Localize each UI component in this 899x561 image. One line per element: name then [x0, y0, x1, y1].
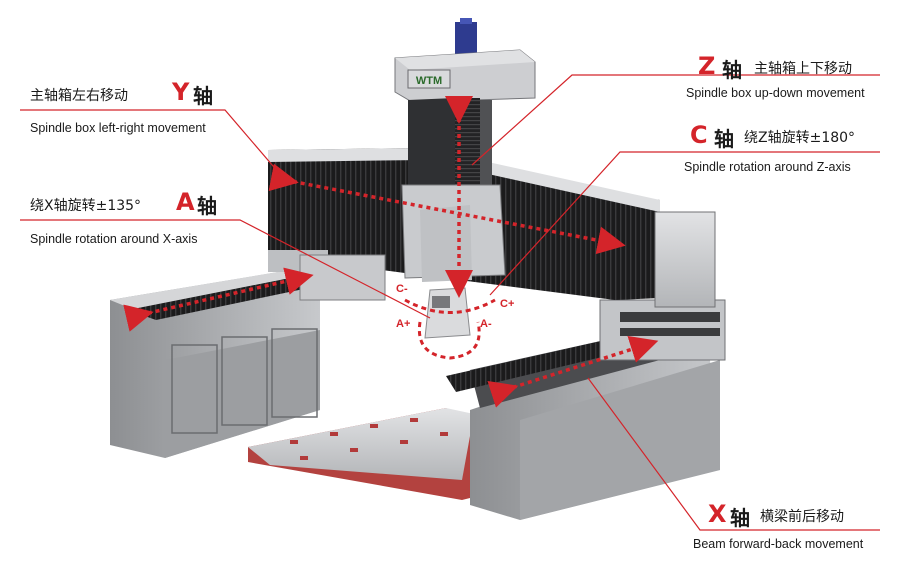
rotation-arrows	[404, 298, 496, 360]
a-axis-english-label: Spindle rotation around X-axis	[30, 232, 198, 246]
logo-text: WTM	[416, 75, 442, 87]
leader-lines	[20, 74, 880, 531]
c-axis-chinese-suffix: 轴	[714, 127, 734, 151]
a-leader	[20, 219, 431, 319]
motion-arrows	[123, 96, 659, 408]
x-axis-chinese-label: 横梁前后移动	[760, 509, 844, 525]
z-axis-chinese-suffix: 轴	[722, 58, 742, 82]
x-axis-arrow-left	[123, 267, 314, 332]
c-axis-english-label: Spindle rotation around Z-axis	[684, 160, 851, 174]
left-column	[110, 270, 320, 458]
c-axis-chinese-label: 绕Z轴旋转±180°	[744, 130, 856, 146]
x-leader	[587, 377, 880, 531]
y-axis-english-label: Spindle box left-right movement	[30, 121, 206, 135]
z-axis-chinese-label: 主轴箱上下移动	[754, 61, 852, 77]
a-minus-mark: A-	[480, 318, 492, 330]
x-axis-english-label: Beam forward-back movement	[693, 537, 864, 551]
x-axis-arrow-right	[487, 335, 659, 408]
y-leader	[20, 109, 286, 181]
a-axis-letter: A	[176, 188, 195, 216]
c-rotation-arc	[404, 298, 496, 314]
c-plus-mark: C+	[500, 298, 515, 310]
a-rotation-arc	[417, 321, 481, 360]
y-axis-chinese-label: 主轴箱左右移动	[30, 88, 128, 104]
z-axis-letter: Z	[698, 52, 716, 80]
x-axis-letter: X	[708, 500, 727, 528]
a-axis-chinese-label: 绕X轴旋转±135°	[30, 198, 142, 214]
c-leader	[489, 151, 880, 296]
x-axis-chinese-suffix: 轴	[730, 506, 750, 530]
c-axis-letter: C	[690, 121, 708, 149]
a-axis-chinese-suffix: 轴	[197, 194, 217, 218]
y-axis-letter: Y	[172, 78, 190, 106]
z-axis-english-label: Spindle box up-down movement	[686, 86, 865, 100]
a-plus-mark: A+	[396, 318, 411, 330]
right-column	[446, 299, 726, 520]
y-axis-chinese-suffix: 轴	[193, 84, 213, 108]
c-minus-mark: C-	[396, 283, 408, 295]
z-leader	[471, 74, 880, 166]
worktable	[248, 408, 474, 500]
